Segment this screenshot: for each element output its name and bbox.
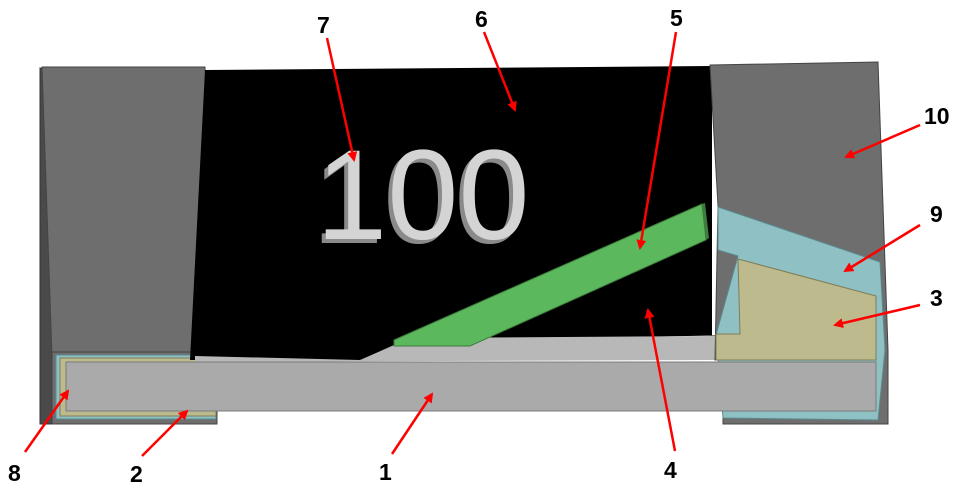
right-inner-electrode bbox=[715, 258, 877, 361]
callout-label-5: 5 bbox=[670, 5, 683, 31]
arrow-3 bbox=[833, 303, 921, 329]
arrow-9 bbox=[843, 223, 921, 273]
callout-label-9: 9 bbox=[930, 201, 943, 227]
arrow-6 bbox=[482, 31, 517, 112]
arrow-2 bbox=[141, 409, 189, 457]
arrow-4 bbox=[644, 308, 677, 452]
marking-text: 100 bbox=[316, 124, 530, 267]
laser-trim-cut bbox=[393, 203, 709, 347]
callout-label-6: 6 bbox=[475, 6, 488, 32]
callout-labels: 1 2 3 4 5 6 7 8 9 10 bbox=[8, 5, 950, 486]
trim-cut-edge bbox=[702, 203, 709, 240]
arrow-10 bbox=[844, 123, 921, 159]
callout-label-2: 2 bbox=[130, 461, 143, 486]
callout-label-1: 1 bbox=[379, 459, 392, 485]
arrow-1 bbox=[390, 392, 434, 455]
arrow-5 bbox=[636, 31, 678, 250]
trim-cut-surface bbox=[393, 203, 707, 347]
arrow-7 bbox=[325, 37, 358, 162]
callout-label-4: 4 bbox=[664, 457, 677, 483]
callout-label-3: 3 bbox=[930, 285, 943, 311]
arrow-8 bbox=[23, 389, 70, 453]
callout-label-7: 7 bbox=[317, 12, 330, 38]
substrate-top-edge bbox=[195, 336, 715, 362]
ceramic-substrate bbox=[65, 361, 877, 412]
left-outer-electrode bbox=[41, 66, 218, 359]
callout-label-10: 10 bbox=[924, 103, 950, 129]
callout-label-8: 8 bbox=[8, 460, 21, 486]
callout-arrows bbox=[23, 31, 921, 457]
